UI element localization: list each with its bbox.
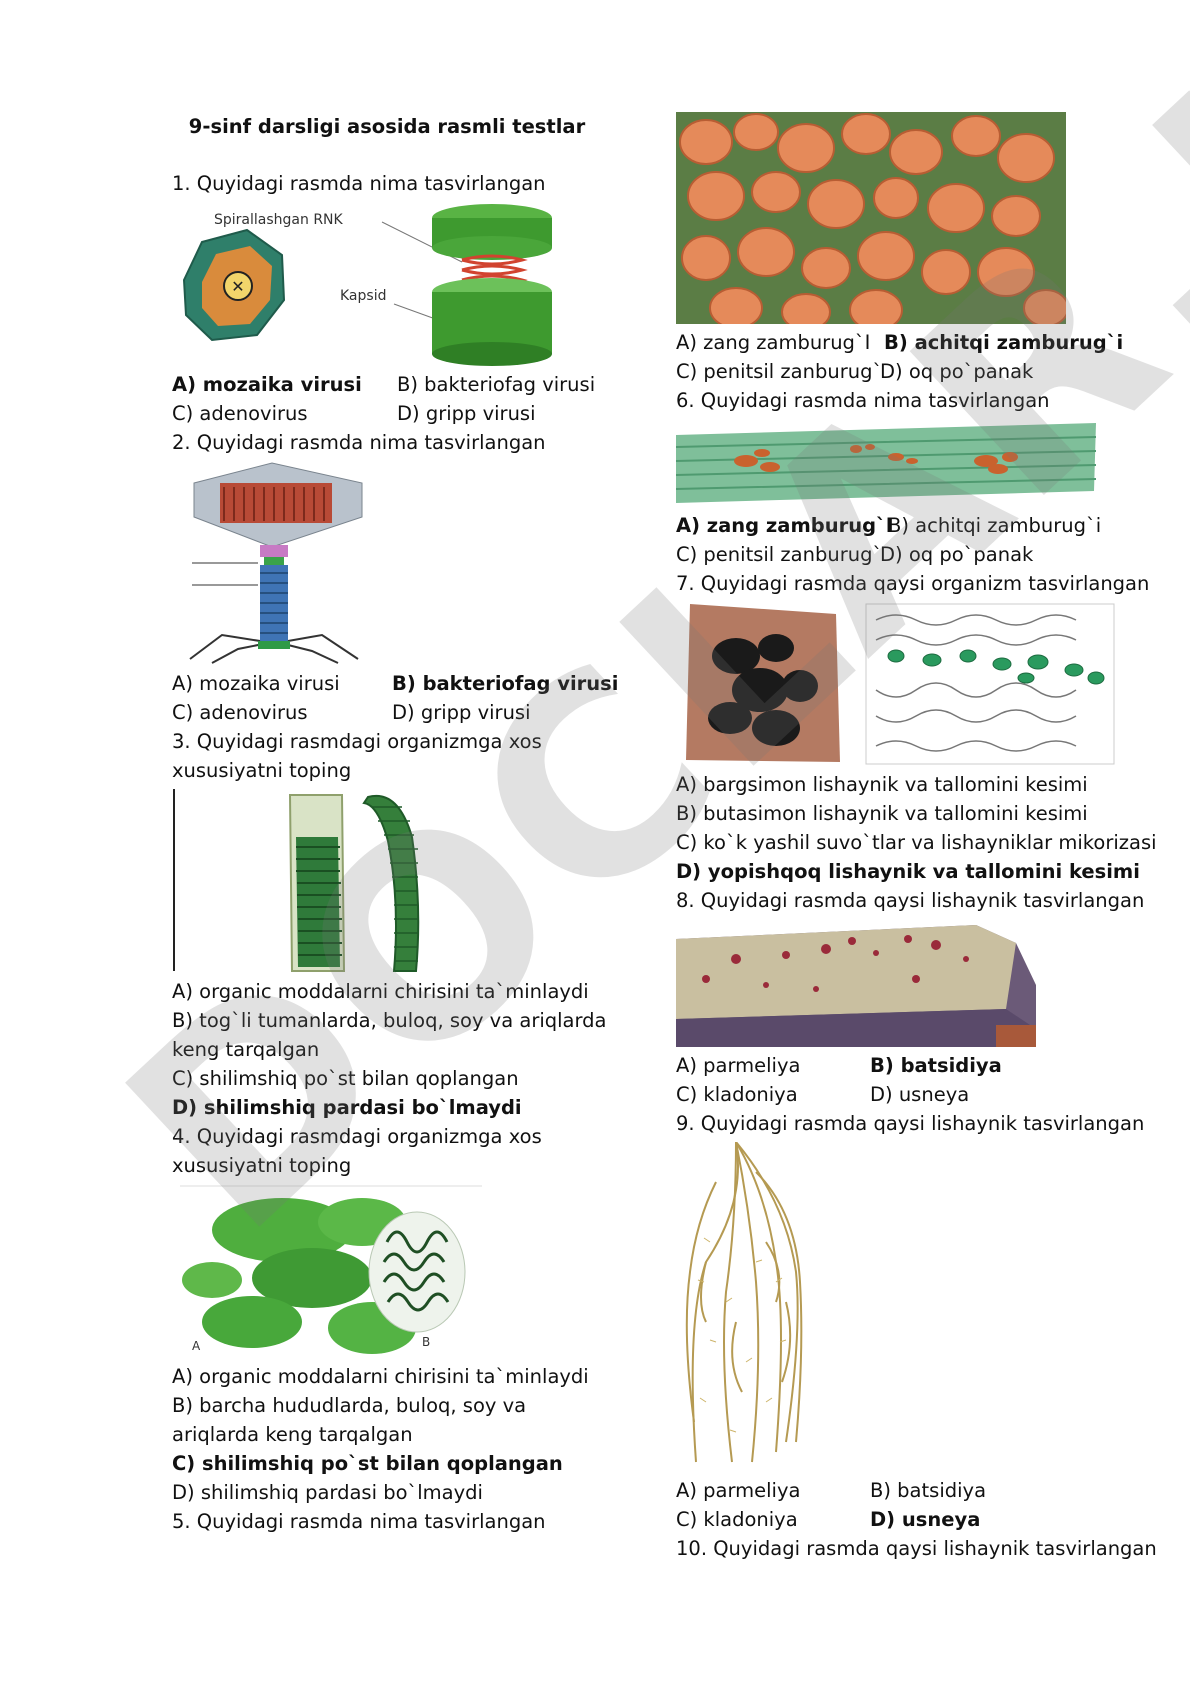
q6-option-b: B) achitqi zamburug`i (888, 514, 1102, 537)
q4-algae-figure: A B (172, 1182, 572, 1358)
q9-option-d: D) usneya (870, 1508, 981, 1531)
page-title: 9-sinf darsligi asosida rasmli testlar (188, 115, 586, 138)
q5-yeast-figure (676, 112, 1066, 324)
svg-text:✕: ✕ (231, 277, 244, 296)
q7-option-b: B) butasimon lishaynik va tallomini kesi… (676, 802, 1088, 825)
q9-option-c: C) kladoniya (676, 1508, 798, 1531)
q7-option-d: D) yopishqoq lishaynik va tallomini kesi… (676, 860, 1140, 883)
q1-option-d: D) gripp virusi (397, 402, 536, 425)
q7-lichen-figure (676, 600, 1116, 766)
q2-option-d: D) gripp virusi (392, 701, 531, 724)
q4-label-a: A (192, 1339, 201, 1353)
q2-option-c: C) adenovirus (172, 701, 308, 724)
q4-option-a: A) organic moddalarni chirisini ta`minla… (172, 1365, 589, 1388)
left-column: 9-sinf darsligi asosida rasmli testlar 1… (172, 112, 618, 1536)
q3-question: 3. Quyidagi rasmdagi organizmga xos xusu… (172, 730, 542, 782)
q6-option-c: C) penitsil zanburug` (676, 543, 883, 566)
q6-rust-figure (676, 417, 1096, 507)
q4-option-d: D) shilimshiq pardasi bo`lmaydi (172, 1481, 483, 1504)
q3-option-c: C) shilimshiq po`st bilan qoplangan (172, 1067, 519, 1090)
rnk-label: Spirallashgan RNK (214, 212, 344, 228)
q1-question: 1. Quyidagi rasmda nima tasvirlangan (172, 172, 546, 195)
q9-option-b: B) batsidiya (870, 1479, 987, 1502)
q1-option-b: B) bakteriofag virusi (397, 373, 596, 396)
q3-option-a: A) organic moddalarni chirisini ta`minla… (172, 980, 589, 1003)
q2-bacteriophage-figure (172, 459, 572, 665)
q5-option-d: D) oq po`panak (880, 360, 1034, 383)
q2-option-a: A) mozaika virusi (172, 672, 340, 695)
q8-option-c: C) kladoniya (676, 1083, 798, 1106)
q3-spirogyra-figure (172, 787, 572, 973)
q1-option-c: C) adenovirus (172, 402, 308, 425)
q8-option-a: A) parmeliya (676, 1054, 801, 1077)
q6-question: 6. Quyidagi rasmda nima tasvirlangan (676, 389, 1050, 412)
q8-option-b: B) batsidiya (870, 1054, 1002, 1077)
q4-option-b: B) barcha hududlarda, buloq, soy va ariq… (172, 1394, 527, 1446)
q9-usnea-figure (676, 1142, 876, 1472)
q6-option-d: D) oq po`panak (880, 543, 1034, 566)
q2-option-b: B) bakteriofag virusi (392, 672, 619, 695)
q1-virus-figure: ✕ Spirallashgan RNK Kapsid (172, 200, 572, 366)
q7-option-a: A) bargsimon lishaynik va tallomini kesi… (676, 773, 1088, 796)
q4-option-c: C) shilimshiq po`st bilan qoplangan (172, 1452, 563, 1475)
q1-option-a: A) mozaika virusi (172, 373, 362, 396)
q5-question: 5. Quyidagi rasmda nima tasvirlangan (172, 1510, 546, 1533)
q8-option-d: D) usneya (870, 1083, 970, 1106)
q9-question: 9. Quyidagi rasmda qaysi lishaynik tasvi… (676, 1112, 1145, 1135)
q5-option-b: B) achitqi zamburug`i (884, 331, 1124, 354)
q4-question: 4. Quyidagi rasmdagi organizmga xos xusu… (172, 1125, 542, 1177)
q3-option-d: D) shilimshiq pardasi bo`lmaydi (172, 1096, 522, 1119)
q2-question: 2. Quyidagi rasmda nima tasvirlangan (172, 431, 546, 454)
q7-question: 7. Quyidagi rasmda qaysi organizm tasvir… (676, 572, 1150, 595)
q6-option-a: A) zang zamburug`I (676, 514, 894, 537)
q5-option-a: A) zang zamburug`I (676, 331, 871, 354)
q8-question: 8. Quyidagi rasmda qaysi lishaynik tasvi… (676, 889, 1145, 912)
q10-question: 10. Quyidagi rasmda qaysi lishaynik tasv… (676, 1537, 1157, 1560)
kapsid-label: Kapsid (340, 288, 386, 304)
q5-option-c: C) penitsil zanburug` (676, 360, 883, 383)
q3-option-b: B) tog`li tumanlarda, buloq, soy va ariq… (172, 1009, 607, 1061)
q4-label-b: B (422, 1335, 430, 1349)
q8-lichen-figure (676, 919, 1036, 1047)
q7-option-c: C) ko`k yashil suvo`tlar va lishayniklar… (676, 831, 1157, 854)
q9-option-a: A) parmeliya (676, 1479, 801, 1502)
